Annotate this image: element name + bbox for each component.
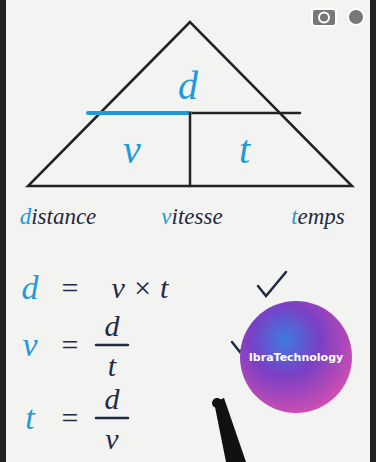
formula-expression: v × t <box>112 273 169 303</box>
fraction-numerator: d <box>105 311 120 341</box>
word-label: temps <box>291 205 345 228</box>
cell-letter: d <box>178 66 198 106</box>
photo-edge <box>0 0 6 462</box>
triangle <box>28 22 352 186</box>
marker-pen <box>212 398 246 462</box>
fraction-numerator: d <box>105 384 120 414</box>
equals-sign: = <box>62 330 79 360</box>
cell-letter: v <box>123 130 141 170</box>
camera-icon <box>312 9 364 26</box>
watermark: IbraTechnology <box>249 352 343 363</box>
formula-variable: d <box>22 271 39 305</box>
fraction-denominator: t <box>108 351 116 381</box>
triangle-cell: t <box>233 128 256 172</box>
formula-variable: t <box>25 401 34 435</box>
triangle-cell: d <box>172 64 204 108</box>
triangle-cell: v <box>117 128 147 172</box>
watermark-disc <box>240 301 352 413</box>
formula-variable: v <box>22 328 37 362</box>
fraction-denominator: v <box>105 424 118 454</box>
word-label: vitesse <box>161 205 222 228</box>
cell-letter: t <box>239 130 250 170</box>
equals-sign: = <box>62 403 79 433</box>
word-label: distance <box>20 205 97 228</box>
photo-edge <box>370 0 376 462</box>
fraction-bars <box>96 345 128 418</box>
equals-sign: = <box>62 273 79 303</box>
